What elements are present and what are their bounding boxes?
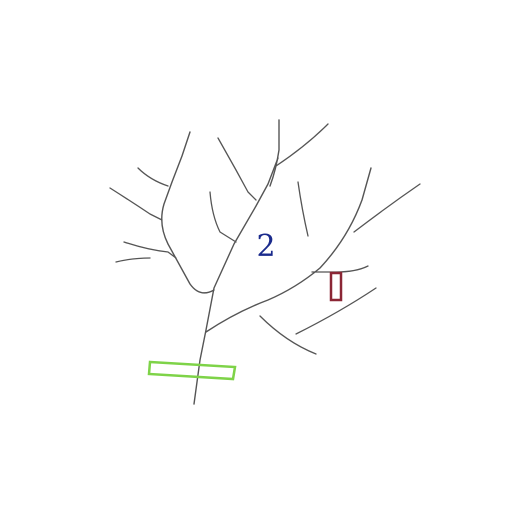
red-rectangle	[329, 271, 343, 302]
top-right-twig	[275, 123, 329, 167]
right-main-branch	[205, 167, 372, 333]
green-rectangle	[147, 360, 237, 381]
inner-right-twig	[297, 181, 309, 237]
center-upper-twig	[217, 137, 257, 201]
tree-trunk	[193, 157, 279, 405]
trunk-top-branch	[269, 119, 280, 187]
number-label: 2	[256, 229, 275, 264]
left-main-branch	[161, 131, 215, 294]
inner-left-twig	[209, 191, 237, 243]
left-twig-middle	[123, 241, 177, 259]
lower-middle-twig	[259, 315, 317, 355]
left-twig-top	[137, 167, 169, 187]
tree-drawing	[109, 119, 421, 405]
far-right-twig	[353, 183, 421, 233]
left-twig-upper	[109, 187, 163, 221]
lower-right-twig	[295, 287, 377, 335]
left-twig-lower	[115, 257, 151, 263]
